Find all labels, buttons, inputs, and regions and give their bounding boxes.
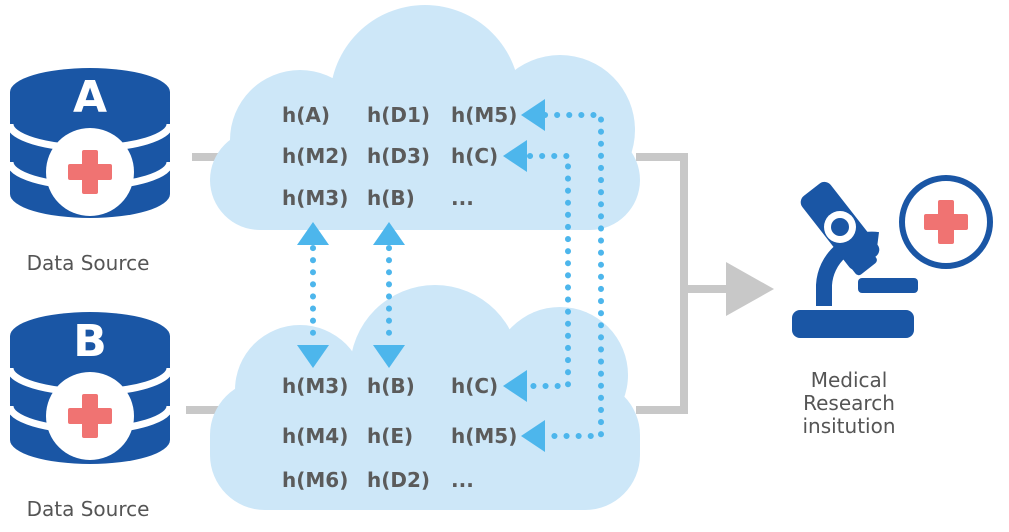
- hash-value: h(M5): [451, 103, 517, 127]
- match-arrows: [297, 99, 604, 452]
- arrow-left-icon: [503, 370, 527, 402]
- arrow-down-icon: [373, 345, 405, 368]
- hash-value: h(C): [451, 144, 498, 168]
- database-icon: [6, 312, 174, 464]
- hash-value: h(B): [367, 186, 415, 210]
- hash-value: h(D2): [367, 468, 430, 492]
- arrow-left-icon: [521, 99, 545, 131]
- arrow-left-icon: [503, 140, 527, 172]
- cloud-a-hashes: h(A) h(D1) h(M5) h(M2) h(D3) h(C) h(M3) …: [282, 103, 517, 210]
- medical-badge: [899, 175, 993, 269]
- institution-label-line: Research: [803, 391, 895, 415]
- hash-value: h(M4): [282, 424, 348, 448]
- hash-value: h(D1): [367, 103, 430, 127]
- hash-value: h(M3): [282, 186, 348, 210]
- microscope-icon: [792, 181, 918, 338]
- cloud-b-hashes: h(M3) h(B) h(C) h(M4) h(E) h(M5) h(M6) h…: [282, 374, 517, 492]
- data-source-b: B Data Source: [6, 312, 174, 521]
- cloud-b: [210, 285, 640, 510]
- institution-label-line: Medical: [811, 368, 888, 392]
- source-letter: B: [73, 316, 107, 367]
- data-source-label: Data Source: [27, 251, 150, 275]
- arrow-up-icon: [373, 222, 405, 245]
- database-icon: [6, 68, 174, 218]
- hash-value: h(B): [367, 374, 415, 398]
- hash-value: h(M5): [451, 424, 517, 448]
- institution-label-line: insitution: [802, 414, 895, 438]
- hash-value: h(M6): [282, 468, 348, 492]
- data-source-label: Data Source: [27, 497, 150, 521]
- merge-arrowhead: [726, 262, 774, 316]
- hash-value: h(C): [451, 374, 498, 398]
- hash-value: h(D3): [367, 144, 430, 168]
- arrow-up-icon: [297, 222, 329, 245]
- medical-research-institution: Medical Research insitution: [792, 175, 993, 438]
- arrow-left-icon: [521, 420, 545, 452]
- source-letter: A: [73, 72, 107, 123]
- hash-value: ...: [451, 468, 474, 492]
- arrow-down-icon: [297, 345, 329, 368]
- hash-value: ...: [451, 186, 474, 210]
- data-source-a: A Data Source: [6, 68, 174, 275]
- hash-value: h(E): [367, 424, 413, 448]
- hash-value: h(A): [282, 103, 330, 127]
- hash-value: h(M2): [282, 144, 348, 168]
- hash-value: h(M3): [282, 374, 348, 398]
